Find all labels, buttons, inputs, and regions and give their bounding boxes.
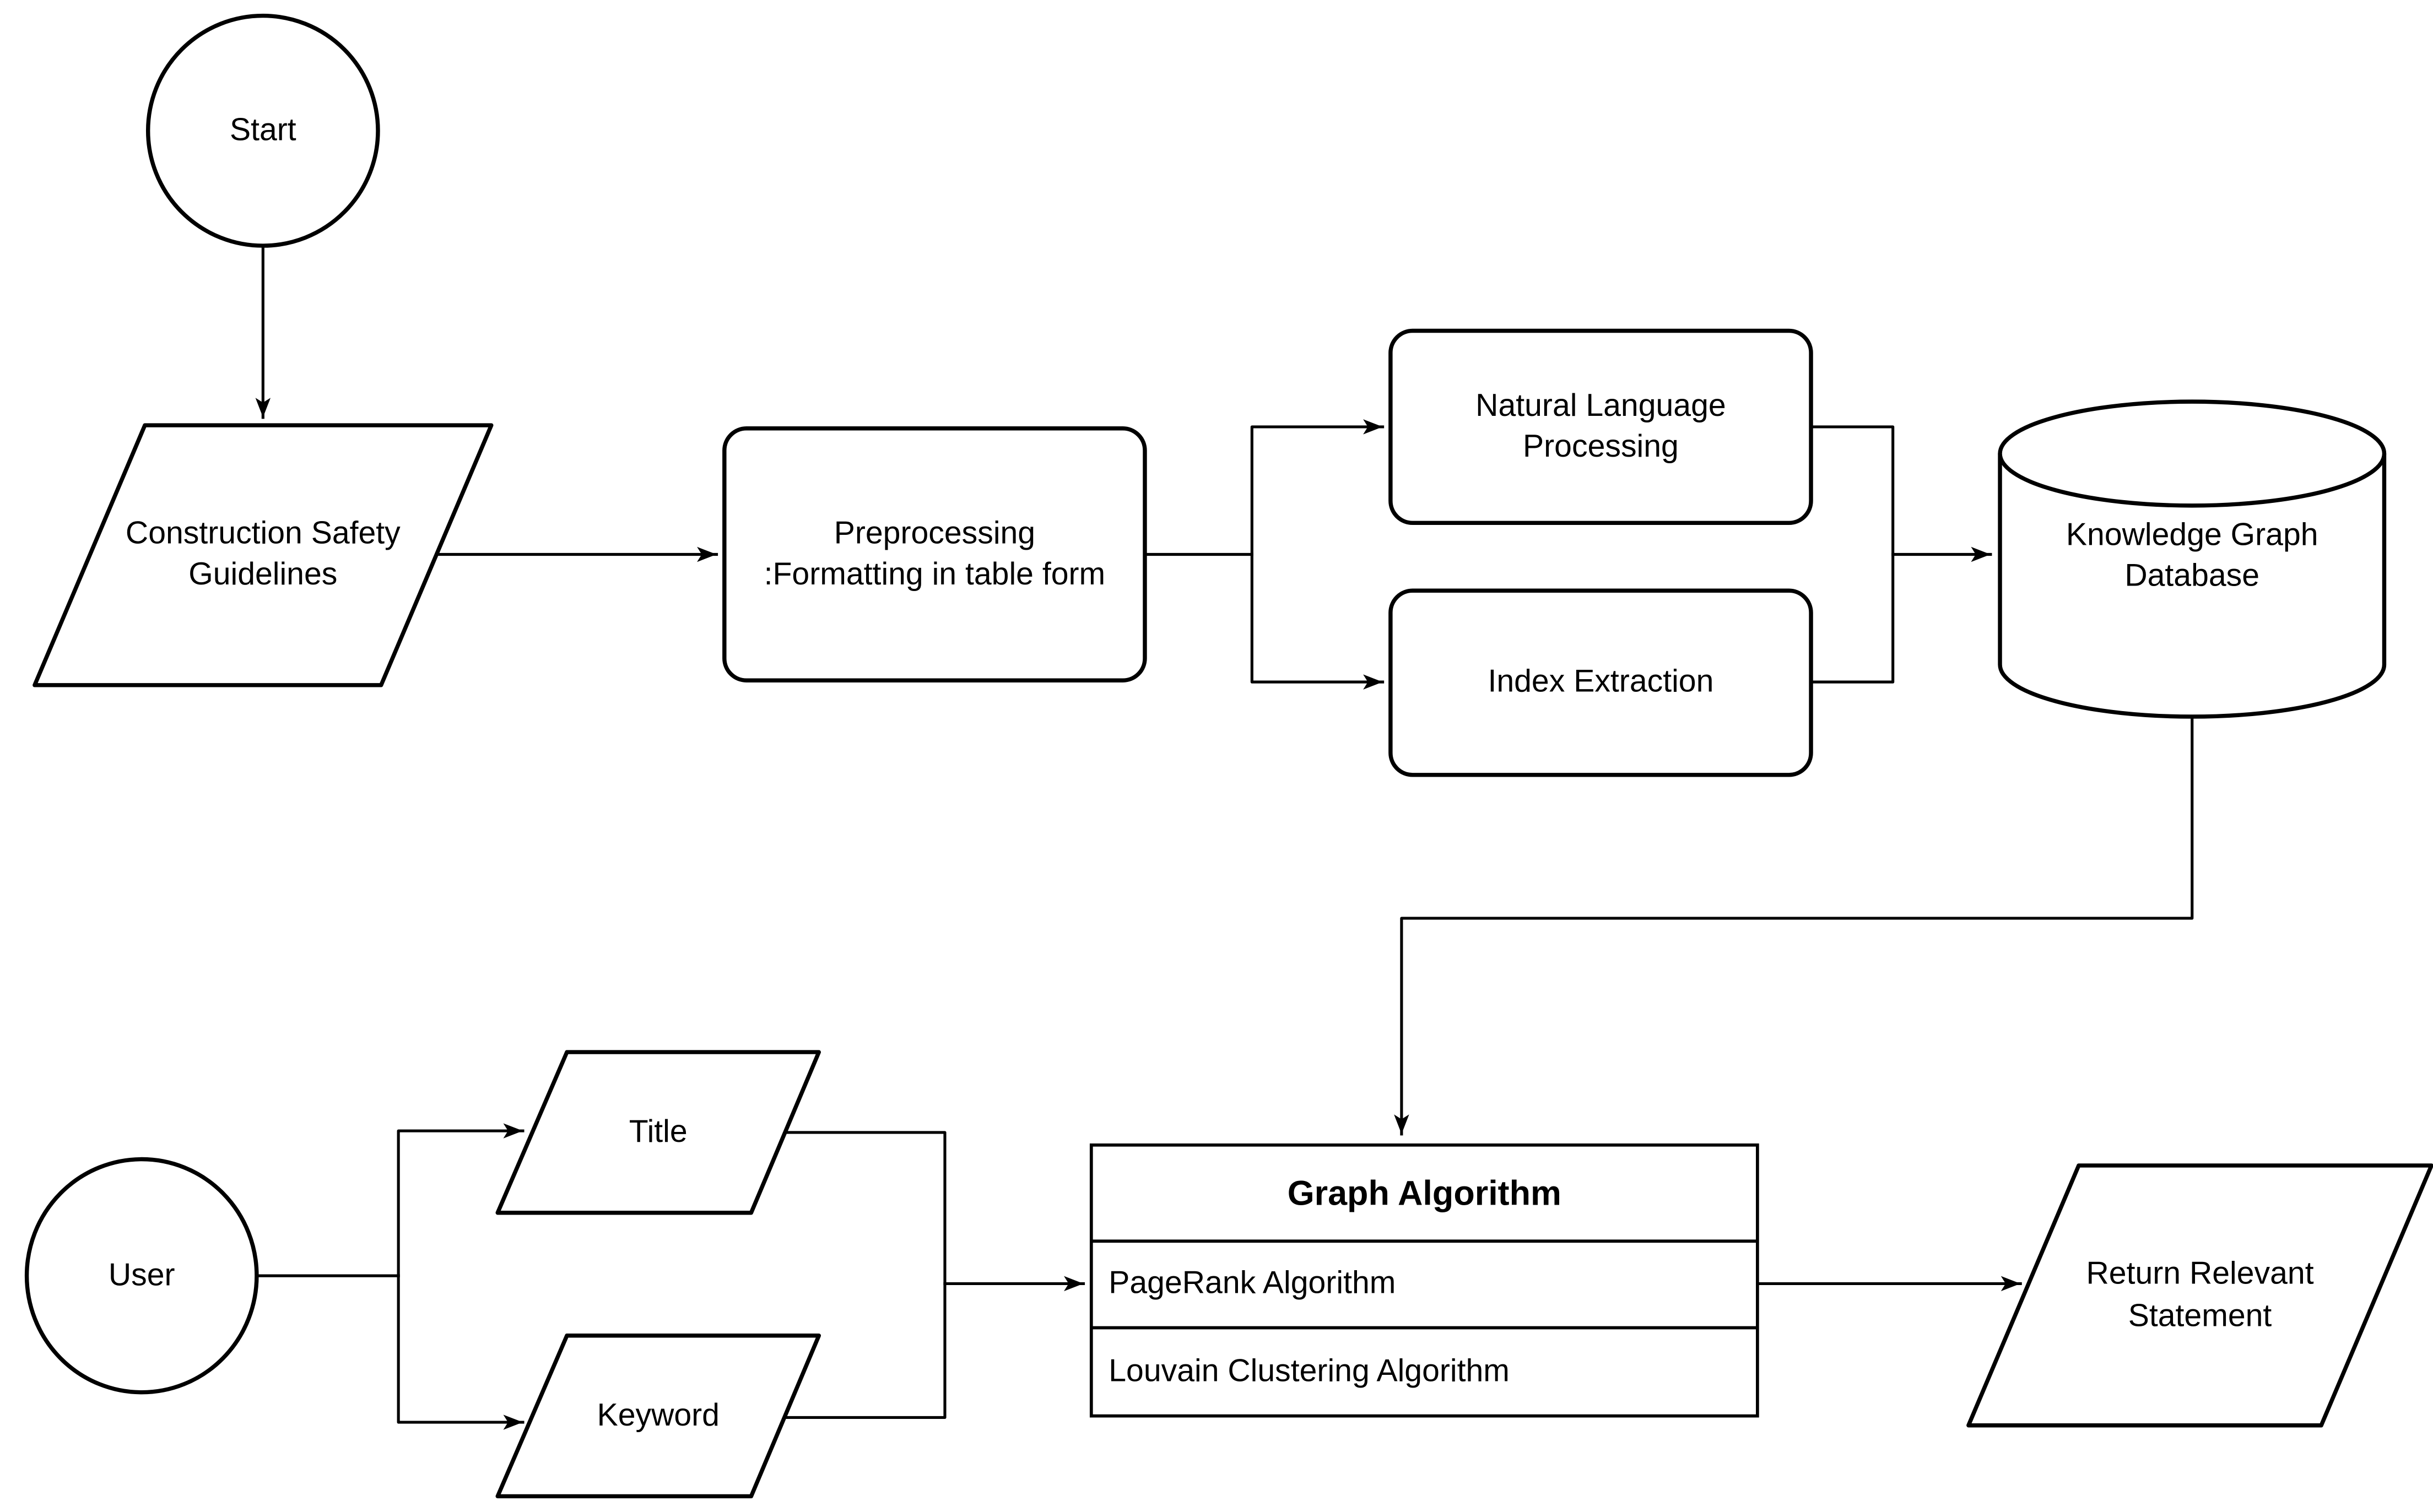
start-node-shape	[145, 13, 380, 248]
edge-title-to-merge	[782, 1131, 947, 1285]
edge-index-extraction-to-merge	[1809, 552, 1895, 684]
edge-nlp-to-merge	[1809, 425, 1895, 556]
return-node-shape	[1966, 1163, 2433, 1428]
kg-database-body-shape	[1998, 453, 2387, 719]
edge-keyword-to-merge	[782, 1282, 947, 1419]
edge-junction-to-title	[397, 1123, 525, 1277]
index-extraction-node-shape	[1388, 588, 1813, 777]
title-node-shape	[495, 1050, 821, 1215]
edge-junction-to-nlp	[1250, 419, 1385, 556]
user-node-shape	[24, 1157, 259, 1395]
edge-kg-database-to-graph-algorithm	[1394, 717, 2194, 1136]
graph-algorithm-table-shape	[1089, 1143, 1759, 1418]
edge-junction-to-index-extraction	[1250, 552, 1385, 690]
kg-database-top-shape	[1998, 399, 2387, 508]
keyword-node-shape	[495, 1334, 821, 1499]
nlp-node-shape	[1388, 328, 1813, 525]
edge-junction-to-keyword	[397, 1274, 525, 1430]
guidelines-node-shape	[33, 423, 494, 687]
preprocessing-node-shape	[722, 426, 1147, 682]
